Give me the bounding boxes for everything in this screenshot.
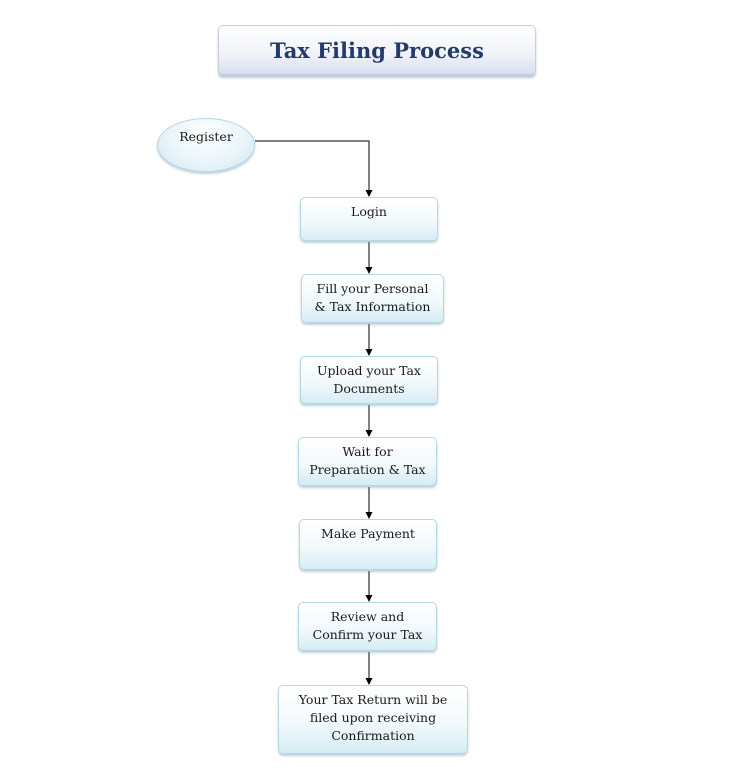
step-make-payment: Make Payment — [299, 519, 437, 570]
step-label: Fill your Personal & Tax Information — [314, 281, 431, 314]
step-label: Make Payment — [321, 526, 415, 541]
register-label: Register — [179, 129, 233, 144]
step-fill-information: Fill your Personal & Tax Information — [301, 274, 444, 323]
step-upload-documents: Upload your Tax Documents — [300, 356, 438, 404]
step-label: Your Tax Return will be filed upon recei… — [298, 692, 448, 743]
step-wait-preparation: Wait for Preparation & Tax — [298, 437, 437, 486]
register-node: Register — [157, 118, 255, 172]
step-label: Wait for Preparation & Tax — [309, 444, 426, 477]
step-tax-return-filed: Your Tax Return will be filed upon recei… — [278, 685, 468, 754]
step-review-confirm: Review and Confirm your Tax — [298, 602, 437, 651]
step-login: Login — [300, 197, 438, 241]
page-title: Tax Filing Process — [270, 37, 484, 63]
title-banner: Tax Filing Process — [218, 25, 536, 75]
step-label: Upload your Tax Documents — [317, 363, 421, 396]
connector-register-login — [255, 140, 373, 197]
step-label: Login — [351, 204, 387, 219]
step-label: Review and Confirm your Tax — [312, 609, 423, 642]
